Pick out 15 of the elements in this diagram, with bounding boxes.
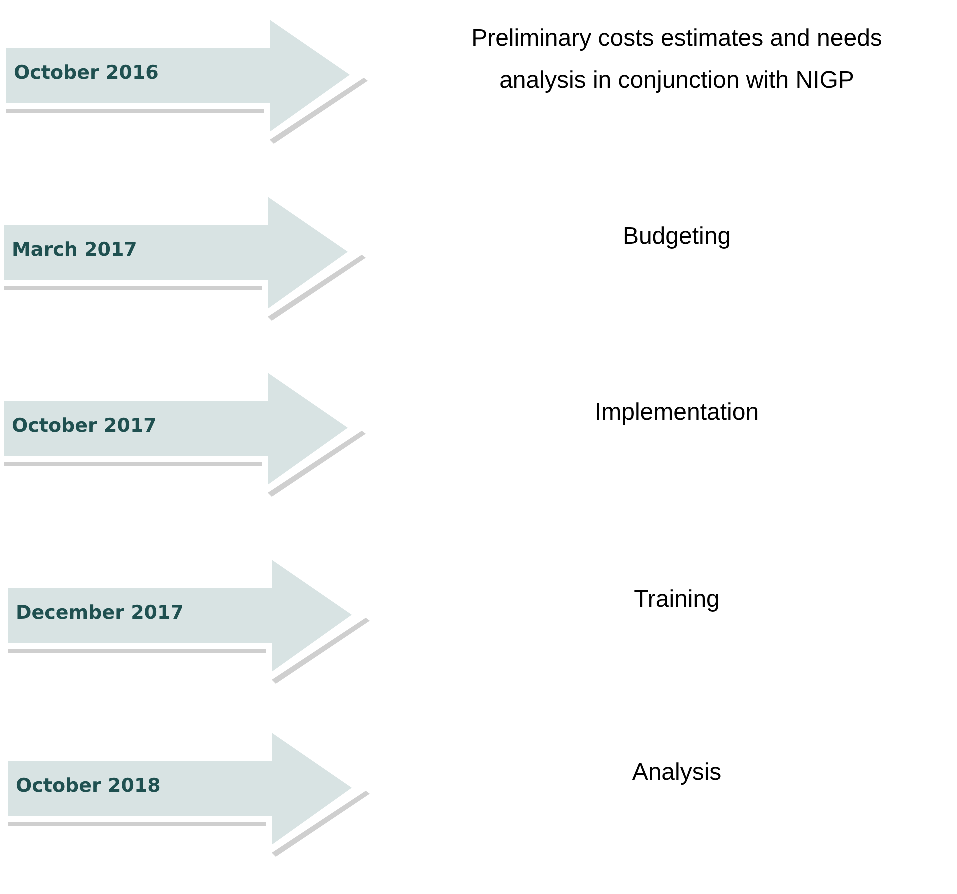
arrow-shape <box>8 560 372 686</box>
date-label: March 2017 <box>12 239 138 261</box>
milestone-description: Training <box>633 585 721 615</box>
date-label: December 2017 <box>16 602 184 624</box>
arrow-shape <box>4 373 368 499</box>
arrow-shape <box>8 733 372 859</box>
arrow-shape <box>4 197 368 323</box>
milestone-description: Budgeting <box>622 222 732 252</box>
milestone-description: Analysis <box>631 758 723 788</box>
date-label: October 2018 <box>16 775 161 797</box>
arrow-shape <box>6 20 370 146</box>
date-label: October 2017 <box>12 415 157 437</box>
milestone-description: Implementation <box>594 398 760 428</box>
milestone-description: Preliminary costs estimates and needs analysis in conjunction with NIGP <box>470 24 884 96</box>
date-label: October 2016 <box>14 62 159 84</box>
